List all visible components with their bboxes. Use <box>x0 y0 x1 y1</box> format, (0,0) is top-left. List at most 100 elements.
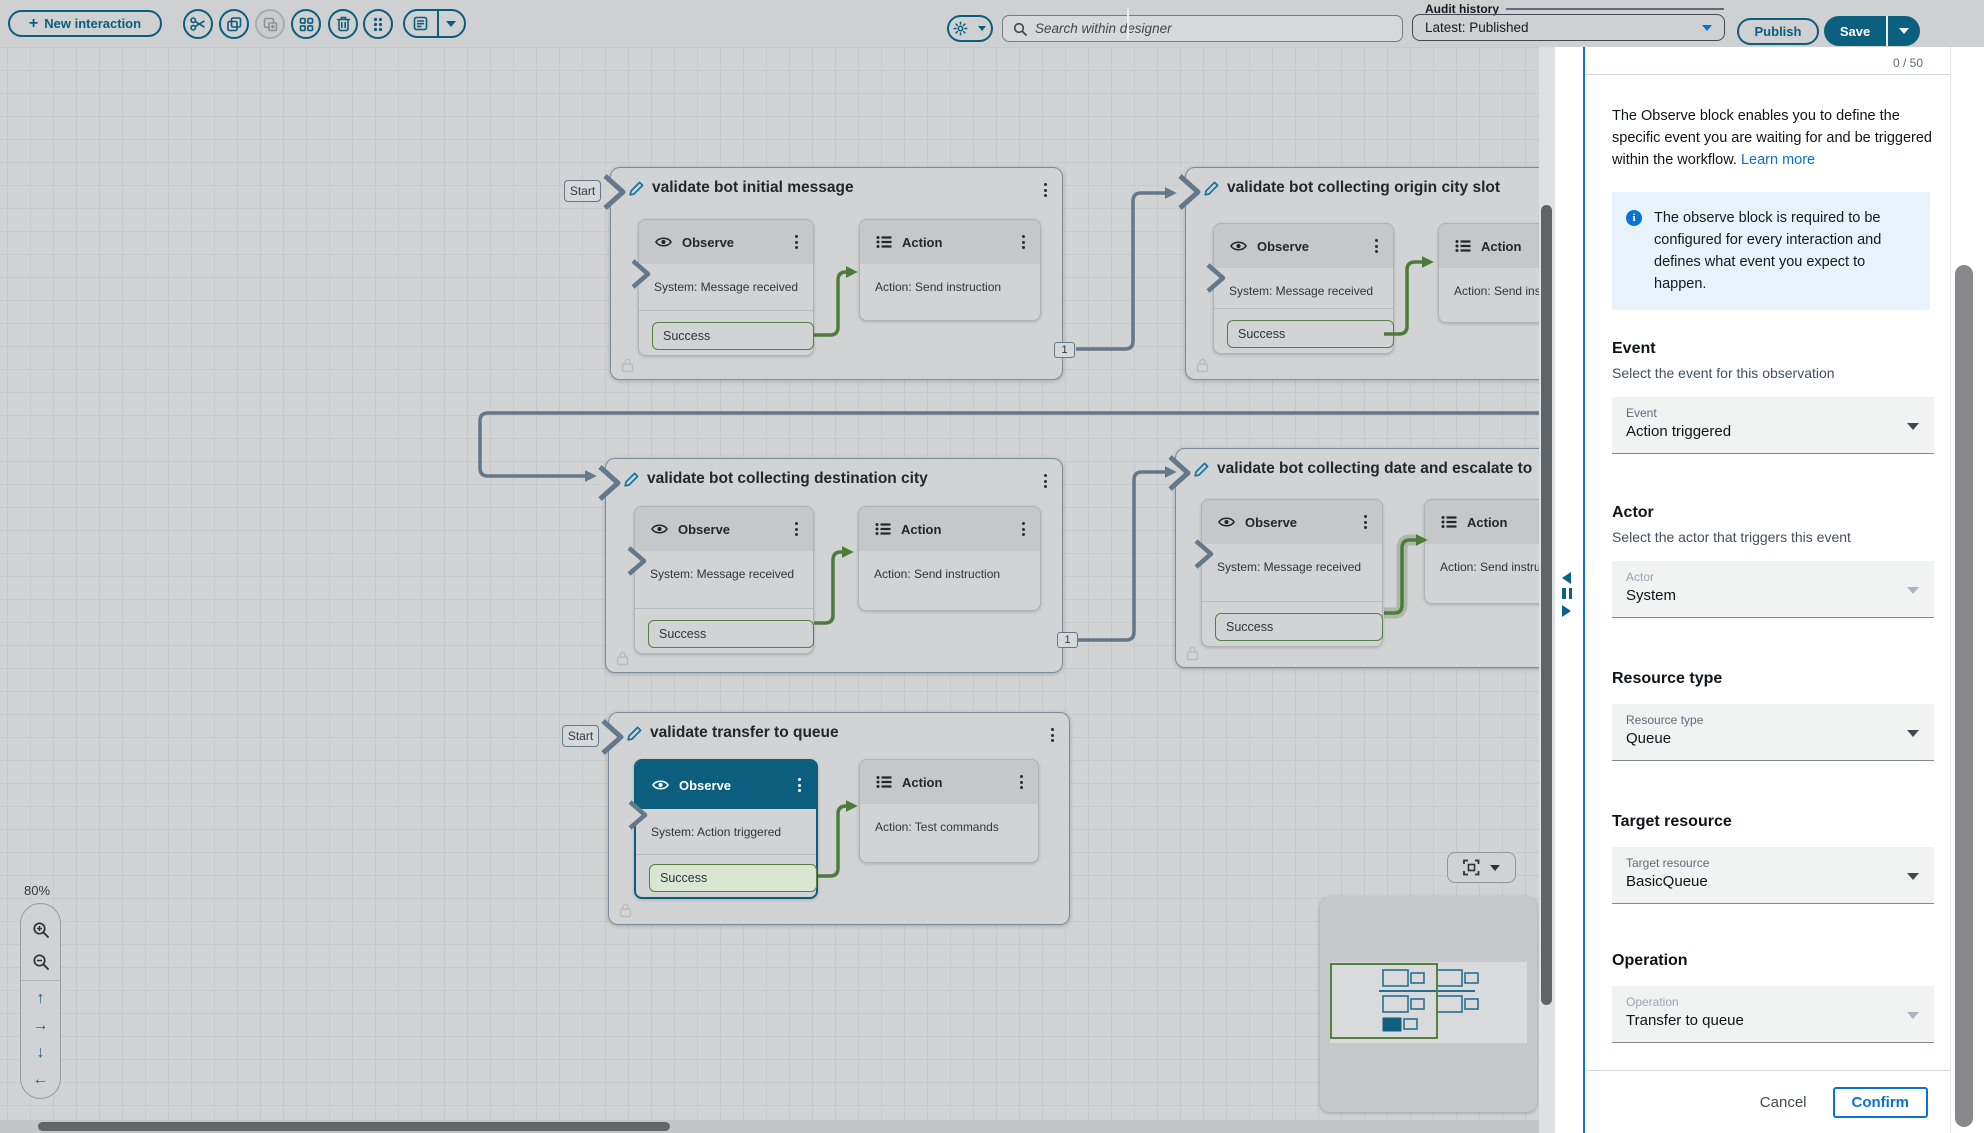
confirm-button[interactable]: Confirm <box>1832 1086 1928 1118</box>
success-outcome[interactable]: Success <box>1227 320 1394 348</box>
operation-value: Transfer to queue <box>1626 1012 1744 1029</box>
designer-search-input[interactable]: Search within designer <box>1002 15 1403 42</box>
delete-button[interactable] <box>328 9 358 39</box>
save-caret-button[interactable] <box>1888 16 1920 46</box>
kebab-menu-icon[interactable] <box>1017 772 1026 792</box>
action-detail: Action: Send instruction <box>875 280 1002 294</box>
resource-type-select[interactable]: Resource type Queue <box>1612 704 1934 761</box>
cancel-button[interactable]: Cancel <box>1759 1093 1807 1111</box>
learn-more-link[interactable]: Learn more <box>1740 152 1816 168</box>
interaction-title: validate bot collecting date and escalat… <box>1217 460 1533 477</box>
fit-view-button[interactable] <box>1447 852 1516 883</box>
action-block[interactable]: Action Action: Send instruction <box>1424 499 1539 604</box>
view-options-caret[interactable] <box>439 11 464 36</box>
audit-history-select[interactable]: Latest: Published <box>1412 14 1725 41</box>
event-select[interactable]: Event Action triggered <box>1612 397 1934 454</box>
observe-eye-icon <box>1230 241 1247 251</box>
page-scroll-thumb[interactable] <box>1955 265 1973 1127</box>
actor-select[interactable]: Actor System <box>1612 561 1934 618</box>
kebab-menu-icon[interactable] <box>1048 725 1057 745</box>
save-label[interactable]: Save <box>1839 23 1871 39</box>
observe-eye-icon <box>651 524 668 534</box>
zoom-out-button[interactable] <box>21 946 60 978</box>
observe-block[interactable]: Observe System: Message received Success <box>1206 223 1394 354</box>
edit-pencil-icon <box>1204 181 1219 196</box>
success-outcome[interactable]: Success <box>1215 613 1383 641</box>
fit-view-caret-icon <box>1490 864 1500 871</box>
pan-up-button[interactable]: ↑ <box>36 989 45 1007</box>
lock-icon <box>616 651 629 666</box>
nav-divider <box>21 980 60 981</box>
kebab-menu-icon[interactable] <box>792 519 801 539</box>
kebab-menu-icon[interactable] <box>792 232 801 252</box>
minimap-viewport[interactable] <box>1330 963 1438 1039</box>
success-outcome[interactable]: Success <box>648 620 814 648</box>
new-interaction-label: New interaction <box>44 16 142 31</box>
settings-caret[interactable] <box>973 17 991 40</box>
kebab-menu-icon[interactable] <box>1041 471 1050 491</box>
block-entry-notch-icon <box>1168 455 1191 491</box>
paste-button[interactable] <box>255 9 285 39</box>
plus-icon: + <box>28 14 39 32</box>
pan-right-button[interactable]: → <box>32 1016 49 1034</box>
save-button[interactable]: Save <box>1824 16 1920 46</box>
new-interaction-button[interactable]: + New interaction <box>8 10 162 37</box>
operation-select[interactable]: Operation Transfer to queue <box>1612 986 1934 1043</box>
action-list-icon <box>876 776 892 788</box>
pause-button[interactable] <box>1562 588 1572 599</box>
interaction-block[interactable]: validate bot collecting date and escalat… <box>1168 448 1539 668</box>
collapse-left-button[interactable] <box>1562 572 1571 584</box>
kebab-menu-icon[interactable] <box>795 775 804 795</box>
settings-button[interactable] <box>947 15 993 42</box>
kebab-menu-icon[interactable] <box>1041 180 1050 200</box>
interaction-block[interactable]: validate bot collecting origin city slot… <box>1178 167 1539 380</box>
drag-handle-button[interactable] <box>363 9 393 39</box>
canvas-horizontal-scrollbar[interactable] <box>0 1120 1539 1133</box>
publish-button[interactable]: Publish <box>1737 18 1819 45</box>
kebab-menu-icon[interactable] <box>1019 232 1028 252</box>
zoom-in-button[interactable] <box>21 914 60 946</box>
start-tag: Start <box>562 725 599 747</box>
event-subtext: Select the event for this observation <box>1612 365 1835 381</box>
success-outcome[interactable]: Success <box>652 322 814 350</box>
observe-block[interactable]: Observe System: Message received Success <box>1194 499 1383 647</box>
event-heading: Event <box>1612 340 1656 357</box>
target-resource-select[interactable]: Target resource BasicQueue <box>1612 847 1934 904</box>
kebab-menu-icon[interactable] <box>1019 519 1028 539</box>
copy-button[interactable] <box>219 9 249 39</box>
action-block[interactable]: Action Action: Send instruction <box>858 506 1041 611</box>
expand-right-button[interactable] <box>1562 605 1571 617</box>
edit-pencil-icon <box>1194 462 1209 477</box>
kebab-menu-icon[interactable] <box>1361 512 1370 532</box>
block-entry-notch-icon <box>1178 174 1201 210</box>
observe-block[interactable]: Observe System: Message received Success <box>627 506 814 654</box>
observe-eye-icon <box>1218 517 1235 527</box>
pan-down-button[interactable]: ↓ <box>36 1043 45 1061</box>
action-block[interactable]: Action Action: Test commands <box>859 759 1039 863</box>
panel-gutter <box>1555 47 1583 1133</box>
zoom-level-label: 80% <box>24 883 51 898</box>
vscroll-thumb[interactable] <box>1541 205 1552 1005</box>
interaction-title: validate bot collecting origin city slot <box>1227 179 1501 196</box>
observe-block[interactable]: Observe System: Message received Success <box>631 219 814 356</box>
kebab-menu-icon[interactable] <box>1372 236 1381 256</box>
cut-button[interactable] <box>183 9 213 39</box>
action-block[interactable]: Action Action: Send instruction <box>1438 223 1539 323</box>
success-outcome[interactable]: Success <box>649 864 817 892</box>
audit-history-caret-icon <box>1702 24 1712 31</box>
action-block[interactable]: Action Action: Send instruction <box>859 219 1041 321</box>
hscroll-thumb[interactable] <box>38 1122 670 1131</box>
page-scrollbar[interactable] <box>1950 47 1984 1133</box>
info-alert-text: The observe block is required to be conf… <box>1654 210 1882 292</box>
canvas-vertical-scrollbar[interactable] <box>1539 47 1555 1133</box>
observe-detail: System: Message received <box>654 280 799 294</box>
minimap[interactable] <box>1320 897 1537 1112</box>
group-blocks-button[interactable] <box>291 9 321 39</box>
observe-block[interactable]: Observe System: Action triggered Success <box>628 759 818 899</box>
interaction-block[interactable]: validate bot collecting destination city… <box>598 458 1078 673</box>
view-options-button[interactable] <box>403 9 466 38</box>
pan-left-button[interactable]: ← <box>32 1070 49 1088</box>
